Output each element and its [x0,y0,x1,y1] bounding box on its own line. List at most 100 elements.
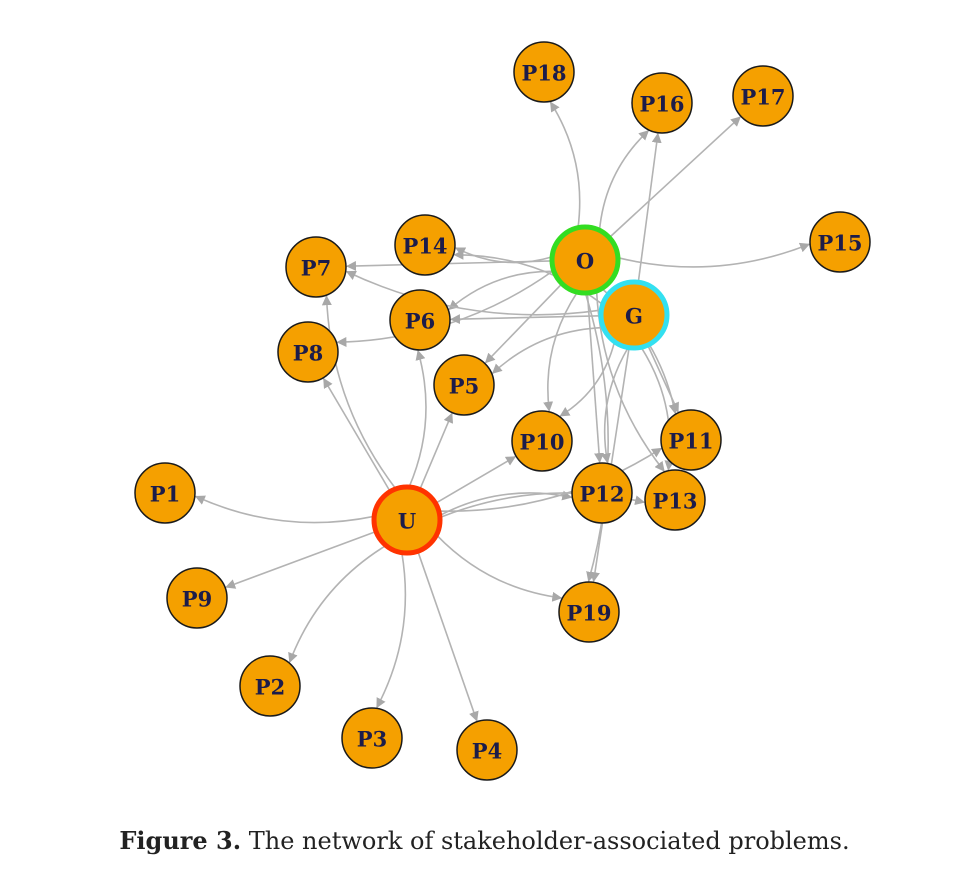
node-g-ring [598,279,670,351]
node-u-ring [371,484,443,556]
edge-O-P19 [584,292,609,582]
node-o: O [549,224,621,296]
node-p10-circle [511,410,573,472]
edge-U-P6 [408,349,427,488]
edge-U-P1 [194,495,375,524]
edges-layer [194,101,811,722]
edge-O-P18 [549,101,581,228]
node-p14: P14 [394,214,456,276]
node-p1-circle [134,462,196,524]
node-p3: P3 [341,707,403,769]
caption-text: The network of stakeholder-associated pr… [248,827,850,855]
edge-O-P12 [586,292,605,464]
edge-U-P5 [419,412,454,490]
edge-O-P17 [608,116,741,239]
node-p14-circle [394,214,456,276]
edge-G-P6 [450,314,602,325]
edge-G-P12 [600,347,629,464]
node-p2-label: P2 [255,675,285,700]
node-p13-label: P13 [652,489,697,514]
node-u: U [371,484,443,556]
edge-U-P3 [376,552,407,709]
edge-U-P2 [288,544,387,664]
node-p5-circle [433,354,495,416]
node-p1-label: P1 [150,482,180,507]
node-p17: P17 [732,65,794,127]
node-p12: P12 [571,462,633,524]
node-p2-circle [239,655,301,717]
node-p10-label: P10 [519,430,564,455]
node-p18-label: P18 [521,61,566,86]
edge-U-P10 [435,456,517,504]
node-p5-label: P5 [449,374,479,399]
node-p6-circle [389,289,451,351]
node-p19: P19 [558,581,620,643]
node-p3-circle [341,707,403,769]
caption-label: Figure 3. [119,826,242,855]
node-g: G [598,279,670,351]
node-p11-circle [660,409,722,471]
node-p6: P6 [389,289,451,351]
node-p12-circle [571,462,633,524]
node-p10: P10 [511,410,573,472]
node-p6-label: P6 [405,309,435,334]
edge-U-P12 [439,490,573,517]
node-p15-circle [809,211,871,273]
node-p12-label: P12 [579,482,624,507]
node-p15-label: P15 [817,231,862,256]
node-p3-label: P3 [357,727,387,752]
node-p16-circle [631,72,693,134]
node-p9-label: P9 [182,587,212,612]
node-o-ring [549,224,621,296]
figure-caption: Figure 3. The network of stakeholder-ass… [0,826,969,855]
node-p13-circle [644,469,706,531]
node-u-label: U [398,509,416,534]
node-p7-circle [285,236,347,298]
edge-U-P11 [438,447,663,512]
node-p11-label: P11 [668,429,713,454]
node-p17-label: P17 [740,85,785,110]
node-p7: P7 [285,236,347,298]
edge-U-P19 [435,534,563,602]
node-p8-circle [277,321,339,383]
node-p8: P8 [277,321,339,383]
edge-U-P7 [321,295,397,490]
edge-U-P4 [417,550,479,722]
node-p16-label: P16 [639,92,684,117]
node-p15: P15 [809,211,871,273]
edge-O-P6 [448,270,555,311]
node-p1: P1 [134,462,196,524]
edge-G-P5 [491,326,604,374]
node-p5: P5 [433,354,495,416]
node-g-label: G [625,304,643,329]
edge-G-P7 [345,270,602,316]
node-p19-label: P19 [566,601,611,626]
node-p18-circle [513,41,575,103]
node-p2: P2 [239,655,301,717]
edge-O-P15 [617,242,811,268]
edge-U-P9 [225,530,377,589]
node-o-label: O [576,249,594,274]
node-p4-circle [456,719,518,781]
node-p17-circle [732,65,794,127]
edge-O-P5 [484,283,563,364]
node-p7-label: P7 [301,256,331,281]
node-p8-label: P8 [293,341,323,366]
edge-U-P8 [323,377,391,493]
edge-G-P10 [559,341,616,417]
edge-G-P16 [637,132,662,283]
node-p4-label: P4 [472,739,502,764]
node-p13: P13 [644,469,706,531]
node-p14-label: P14 [402,234,447,259]
node-p11: P11 [660,409,722,471]
node-p4: P4 [456,719,518,781]
edge-O-P10 [543,291,579,412]
node-p9: P9 [166,567,228,629]
edge-G-P11 [646,344,679,413]
node-p18: P18 [513,41,575,103]
node-p9-circle [166,567,228,629]
node-p19-circle [558,581,620,643]
node-p16: P16 [631,72,693,134]
